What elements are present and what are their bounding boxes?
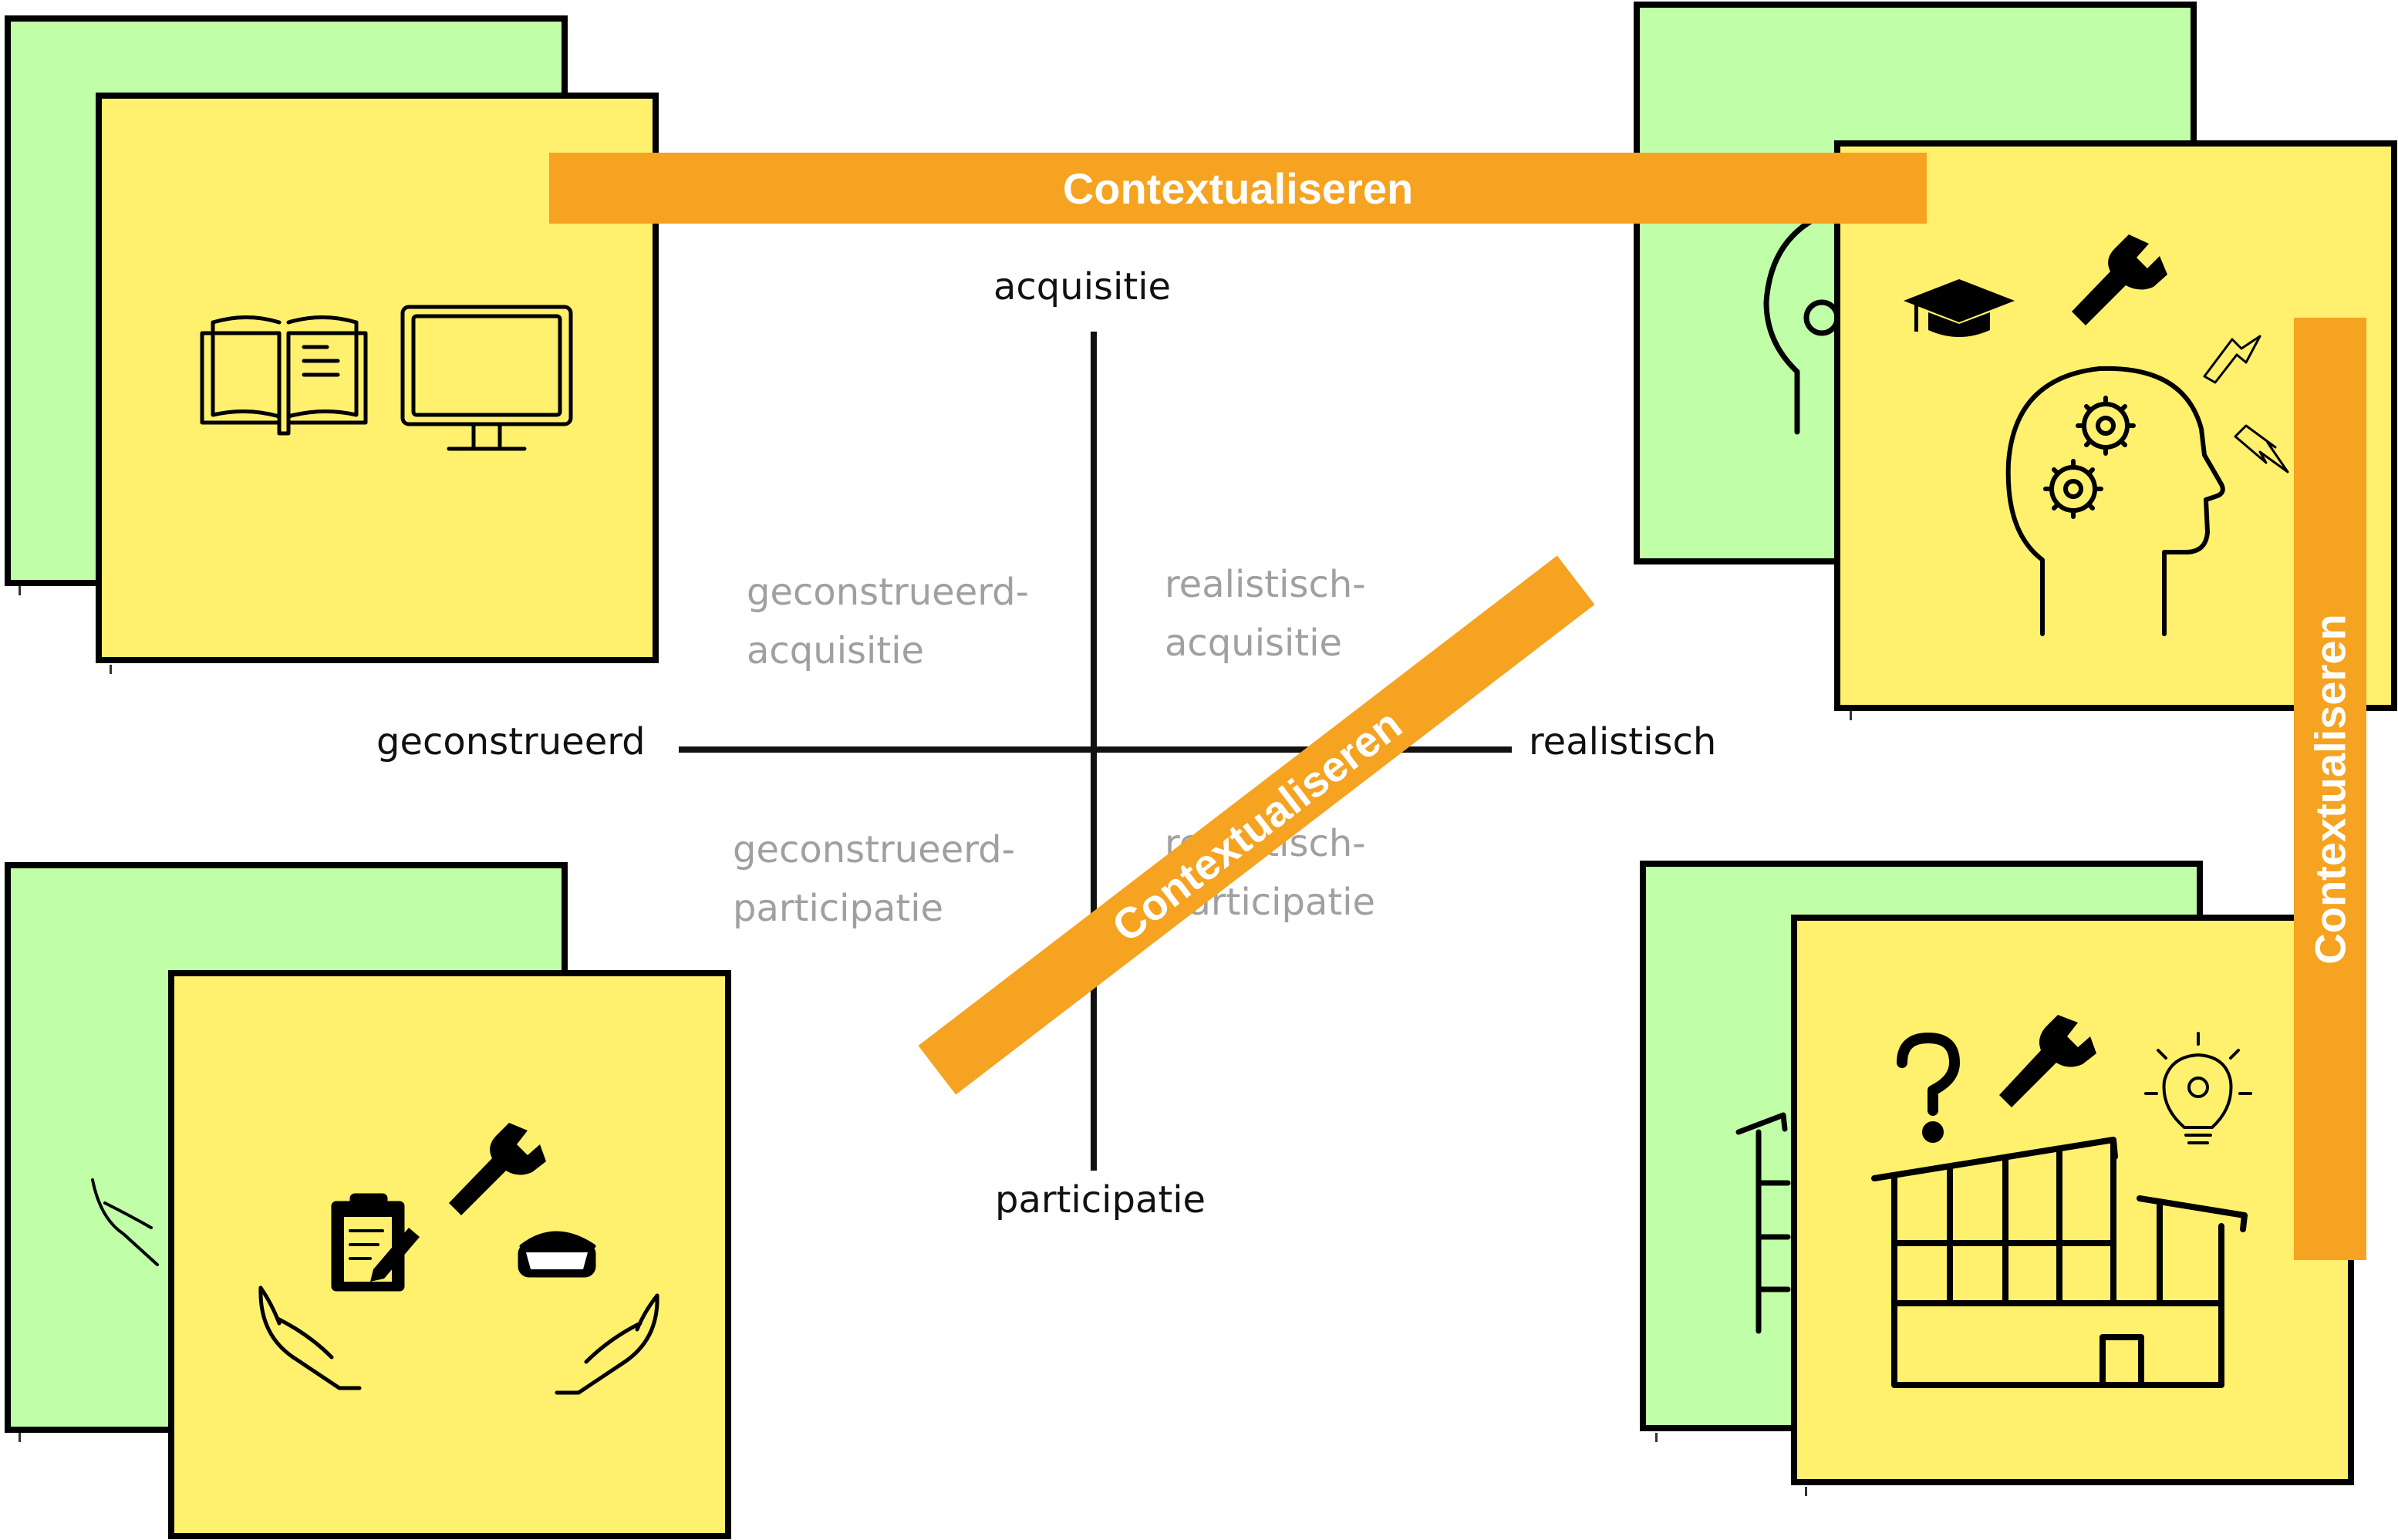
book-icon — [200, 315, 368, 436]
arrows-icon — [2203, 335, 2289, 473]
quadrant-label-top-right: realistisch- acquisitie — [1165, 563, 1366, 665]
tick-mark — [19, 1433, 21, 1442]
card-front-bottom-right — [1791, 915, 2354, 1485]
clipboard-icon — [331, 1193, 420, 1292]
vr-headset-icon — [518, 1231, 596, 1278]
building-icon — [1871, 1137, 2248, 1388]
wrench-icon — [1999, 1015, 2096, 1107]
tick-mark — [1850, 711, 1852, 720]
building-partial-icon — [1735, 1112, 1791, 1334]
card-front-bottom-left — [168, 970, 731, 1539]
quadrant-label-top-left: geconstrueerd- acquisitie — [747, 571, 1029, 672]
axis-label-top: acquisitie — [993, 265, 1172, 308]
hand-partial-icon — [91, 1178, 159, 1266]
axis-label-bottom: participatie — [995, 1178, 1206, 1222]
tick-mark — [1805, 1487, 1807, 1496]
axis-label-left: geconstrueerd — [376, 720, 646, 763]
hands-icon — [258, 1286, 659, 1395]
tick-mark — [110, 665, 112, 674]
band-vertical: Contextualiseren — [2294, 318, 2366, 1260]
head-outline-partial-icon — [1763, 207, 1840, 435]
tick-mark — [1655, 1433, 1658, 1442]
wrench-icon — [449, 1123, 546, 1215]
graduation-cap-icon — [1904, 279, 2015, 337]
lightbulb-icon — [2144, 1032, 2252, 1144]
tick-mark — [19, 586, 21, 595]
band-horizontal: Contextualiseren — [549, 153, 1927, 224]
band-vertical-label: Contextualiseren — [2305, 613, 2355, 965]
band-horizontal-label: Contextualiseren — [1062, 163, 1414, 213]
head-gears-icon — [2005, 366, 2225, 636]
question-mark-icon — [1897, 1033, 1960, 1143]
quadrant-label-bottom-left: geconstrueerd- participatie — [733, 828, 1015, 930]
monitor-icon — [400, 305, 573, 451]
wrench-icon — [2072, 234, 2167, 325]
axis-label-right: realistisch — [1529, 720, 1717, 763]
